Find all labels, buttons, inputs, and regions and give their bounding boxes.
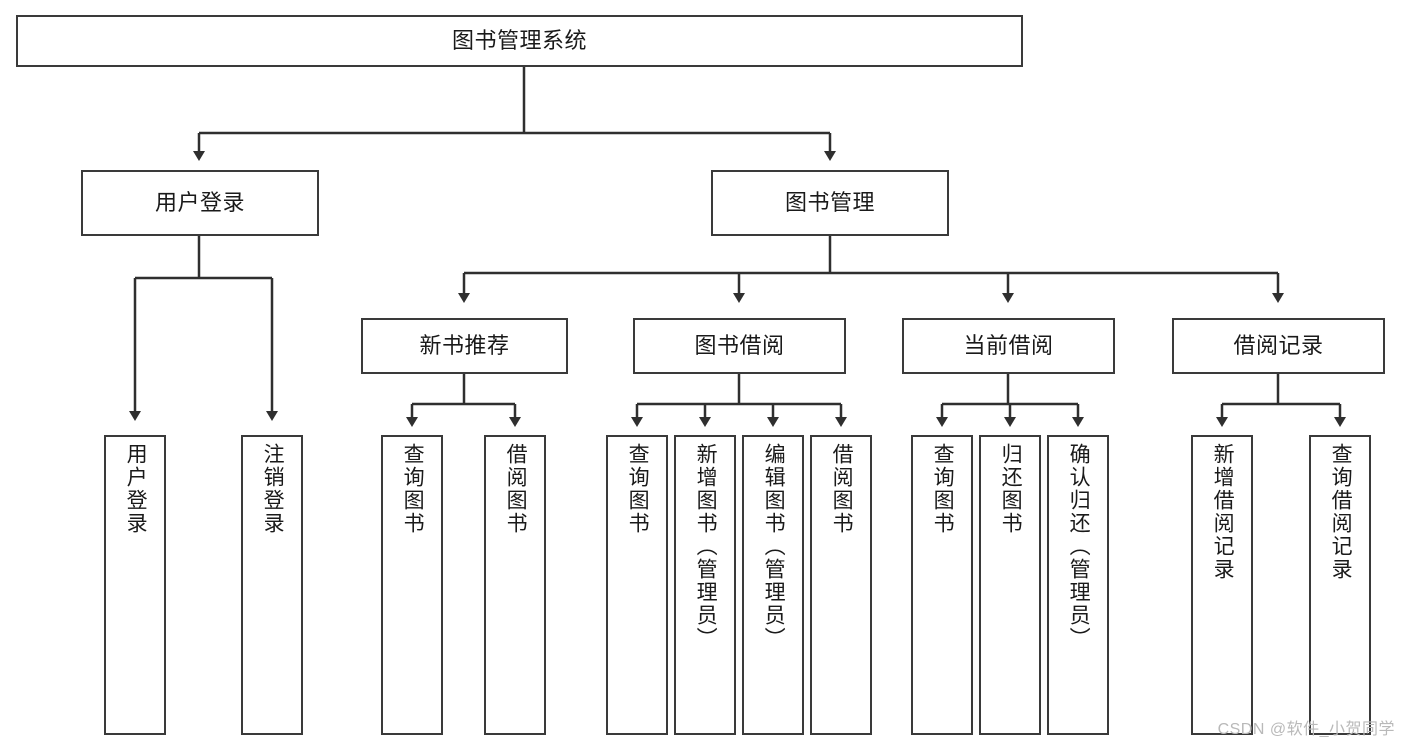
node-book-management[interactable]: 图书管理 [711,170,949,236]
node-label: 查询图书 [626,443,650,535]
leaf-book-borrow-borrow[interactable]: 借阅图书 [810,435,872,735]
leaf-user-login-logout[interactable]: 注销登录 [241,435,303,735]
node-label: 用户登录 [154,190,245,216]
node-current-borrow[interactable]: 当前借阅 [902,318,1115,374]
node-label: 借阅图书 [830,443,854,535]
node-book-borrow[interactable]: 图书借阅 [633,318,846,374]
leaf-book-borrow-edit[interactable]: 编辑图书（管理员） [742,435,804,735]
node-label: 查询图书 [401,443,425,535]
leaf-book-borrow-add[interactable]: 新增图书（管理员） [674,435,736,735]
node-label: 编辑图书（管理员） [762,443,786,650]
node-label: 注销登录 [261,443,285,535]
node-label: 查询图书 [931,443,955,535]
node-label: 借阅记录 [1233,333,1324,359]
watermark: CSDN @软件_小贺同学 [1217,721,1395,738]
leaf-new-book-borrow[interactable]: 借阅图书 [484,435,546,735]
node-label: 新增图书（管理员） [694,443,718,650]
node-label: 图书管理 [784,190,875,216]
leaf-borrow-record-add[interactable]: 新增借阅记录 [1191,435,1253,735]
node-label: 新书推荐 [419,333,510,359]
node-label: 归还图书 [999,443,1023,535]
node-label: 用户登录 [124,443,148,535]
node-label: 图书借阅 [694,333,785,359]
node-label: 当前借阅 [963,333,1054,359]
leaf-user-login-login[interactable]: 用户登录 [104,435,166,735]
node-root-book-management-system[interactable]: 图书管理系统 [16,15,1023,67]
node-label: 确认归还（管理员） [1067,443,1091,650]
node-user-login[interactable]: 用户登录 [81,170,319,236]
leaf-book-borrow-query[interactable]: 查询图书 [606,435,668,735]
node-label: 图书管理系统 [451,28,587,54]
node-label: 查询借阅记录 [1329,443,1353,581]
node-label: 新增借阅记录 [1211,443,1235,581]
node-new-book-recommend[interactable]: 新书推荐 [361,318,568,374]
leaf-new-book-query[interactable]: 查询图书 [381,435,443,735]
leaf-current-borrow-query[interactable]: 查询图书 [911,435,973,735]
node-label: 借阅图书 [504,443,528,535]
leaf-borrow-record-query[interactable]: 查询借阅记录 [1309,435,1371,735]
node-borrow-record[interactable]: 借阅记录 [1172,318,1385,374]
leaf-current-borrow-confirm-return[interactable]: 确认归还（管理员） [1047,435,1109,735]
leaf-current-borrow-return[interactable]: 归还图书 [979,435,1041,735]
